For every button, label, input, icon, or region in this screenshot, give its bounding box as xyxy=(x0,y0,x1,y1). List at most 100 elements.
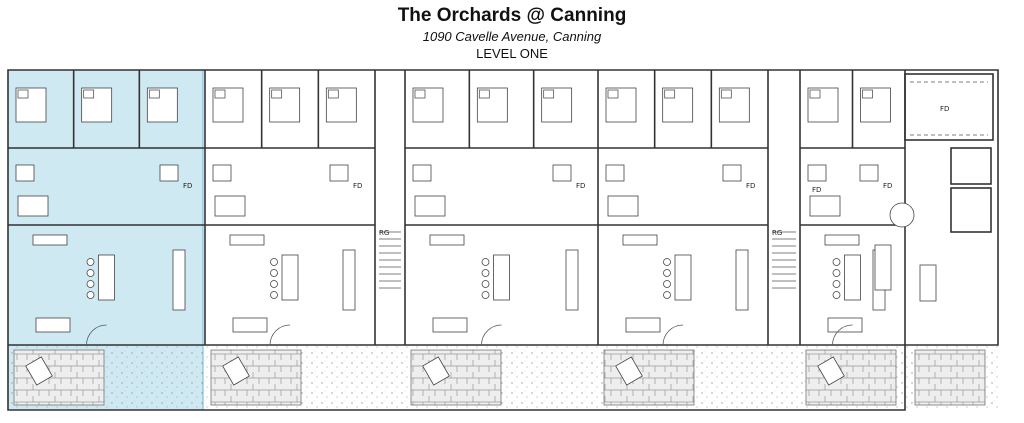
sink xyxy=(329,164,349,182)
sofa xyxy=(35,317,71,333)
sink xyxy=(552,164,572,182)
patio-chair xyxy=(615,356,643,386)
patio-chair xyxy=(25,356,53,386)
pillow xyxy=(720,89,732,99)
stone-paving-group xyxy=(13,349,986,406)
storage-room-1 xyxy=(950,147,992,185)
sink xyxy=(722,164,742,182)
kitchen-island xyxy=(874,244,892,291)
bed xyxy=(81,87,113,123)
title-block: The Orchards @ Canning 1090 Cavelle Aven… xyxy=(0,4,1024,62)
stool xyxy=(481,291,490,299)
storage-room-2 xyxy=(950,187,992,233)
unit-3: RG xyxy=(379,70,406,345)
unit-7: FD xyxy=(800,70,906,346)
bed xyxy=(476,87,508,123)
unit-6: RG xyxy=(772,70,801,345)
pillow xyxy=(327,89,339,99)
corner-room xyxy=(904,73,994,141)
range-label: RG xyxy=(379,229,389,237)
stone-patio xyxy=(603,349,695,406)
floor-drain-label: FD xyxy=(746,182,755,190)
stool xyxy=(832,280,841,288)
sofa xyxy=(625,317,661,333)
stool xyxy=(481,280,490,288)
kitchen-island xyxy=(674,254,692,301)
stool xyxy=(481,258,490,266)
stone-patio xyxy=(914,349,986,406)
stone-patio xyxy=(210,349,302,406)
counter xyxy=(172,249,186,311)
unit-8: FD xyxy=(812,186,937,302)
sink xyxy=(159,164,179,182)
patio-chair xyxy=(817,356,845,386)
counter xyxy=(342,249,356,311)
bed xyxy=(15,87,47,123)
kitchen-island xyxy=(844,254,861,301)
kitchen-island xyxy=(281,254,299,301)
pillow xyxy=(809,89,821,99)
toilet xyxy=(212,164,232,182)
pillow xyxy=(607,89,619,99)
pillow xyxy=(271,89,283,99)
bed xyxy=(807,87,839,123)
bathtub xyxy=(809,195,841,217)
floor-drain-label: FD xyxy=(812,186,821,194)
stool xyxy=(270,258,278,266)
stool xyxy=(86,291,95,299)
plan-level: LEVEL ONE xyxy=(476,46,548,61)
stool xyxy=(270,269,278,277)
counter xyxy=(735,249,749,311)
sofa xyxy=(232,317,268,333)
stool xyxy=(832,258,841,266)
pillow xyxy=(414,89,426,99)
dining-table xyxy=(32,234,68,246)
pillow xyxy=(543,89,555,99)
dining-table xyxy=(429,234,465,246)
bed xyxy=(325,87,357,123)
bed xyxy=(269,87,301,123)
bathtub xyxy=(214,195,246,217)
stool xyxy=(832,291,841,299)
bathtub xyxy=(17,195,49,217)
door-swing xyxy=(662,324,684,346)
floor-drain-label: FD xyxy=(883,182,892,190)
stool xyxy=(270,291,278,299)
counter xyxy=(565,249,579,311)
door-swing xyxy=(269,324,291,346)
bed xyxy=(605,87,637,123)
stool xyxy=(663,258,671,266)
stone-patio xyxy=(13,349,105,406)
dining-table xyxy=(824,234,860,246)
pillow xyxy=(214,89,226,99)
bed xyxy=(541,87,573,123)
range-label: RG xyxy=(772,229,782,237)
stool xyxy=(86,258,95,266)
stool xyxy=(481,269,490,277)
toilet xyxy=(15,164,35,182)
stool xyxy=(663,280,671,288)
sofa xyxy=(432,317,468,333)
door-swing xyxy=(86,324,107,346)
plan-title: The Orchards @ Canning xyxy=(397,5,627,26)
sink xyxy=(859,164,879,182)
bed xyxy=(212,87,244,123)
bed xyxy=(412,87,444,123)
stool xyxy=(86,269,95,277)
bed xyxy=(718,87,750,123)
kitchen-island xyxy=(493,254,510,301)
bed xyxy=(662,87,694,123)
pillow xyxy=(83,89,95,99)
dining-table xyxy=(622,234,658,246)
pillow xyxy=(478,89,490,99)
floor-drain-label: FD xyxy=(576,182,585,190)
floor-drain-label: FD xyxy=(353,182,362,190)
pillow xyxy=(664,89,676,99)
door-swing xyxy=(832,324,853,346)
corner-dashed-lines xyxy=(910,81,988,136)
toilet xyxy=(807,164,827,182)
unit-5: FD xyxy=(598,70,769,346)
stone-patio xyxy=(805,349,897,406)
